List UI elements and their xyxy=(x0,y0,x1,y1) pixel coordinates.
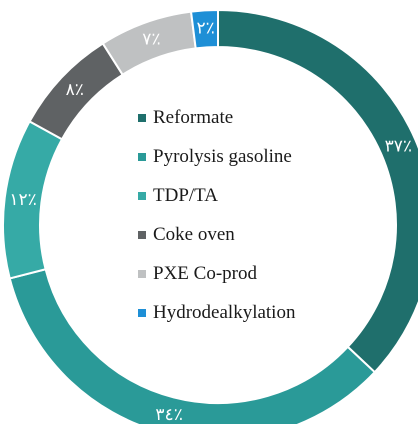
legend-item-hydrodealkylation: Hydrodealkylation xyxy=(138,293,295,332)
legend-label: Reformate xyxy=(153,106,234,128)
slice-label-coke-oven: ٨٪ xyxy=(66,80,84,100)
legend-label: Hydrodealkylation xyxy=(153,301,296,323)
legend-swatch xyxy=(138,230,146,239)
slice-label-tdp-ta: ١٢٪ xyxy=(9,190,36,210)
slice-label-hydrodealkylation: ٢٪ xyxy=(197,18,215,38)
legend-item-coke-oven: Coke oven xyxy=(138,215,295,254)
legend-swatch xyxy=(138,113,146,122)
legend-label: Coke oven xyxy=(153,223,235,245)
legend-label: Pyrolysis gasoline xyxy=(153,145,292,167)
slice-label-pyrolysis-gasoline: ٣٤٪ xyxy=(155,405,182,424)
legend-swatch xyxy=(138,191,146,200)
legend-label: TDP/TA xyxy=(153,184,218,206)
legend-swatch xyxy=(138,269,146,278)
slice-label-pxe-co-prod: ٧٪ xyxy=(142,30,160,50)
legend-swatch xyxy=(138,308,146,317)
legend-item-reformate: Reformate xyxy=(138,98,295,137)
legend-label: PXE Co-prod xyxy=(153,262,257,284)
slice-hydrodealkylation xyxy=(189,8,219,50)
slice-label-reformate: ٣٧٪ xyxy=(385,136,412,156)
legend-item-pxe-co-prod: PXE Co-prod xyxy=(138,254,295,293)
legend-swatch xyxy=(138,152,146,161)
legend-item-pyrolysis-gasoline: Pyrolysis gasoline xyxy=(138,137,295,176)
legend-item-tdp-ta: TDP/TA xyxy=(138,176,295,215)
